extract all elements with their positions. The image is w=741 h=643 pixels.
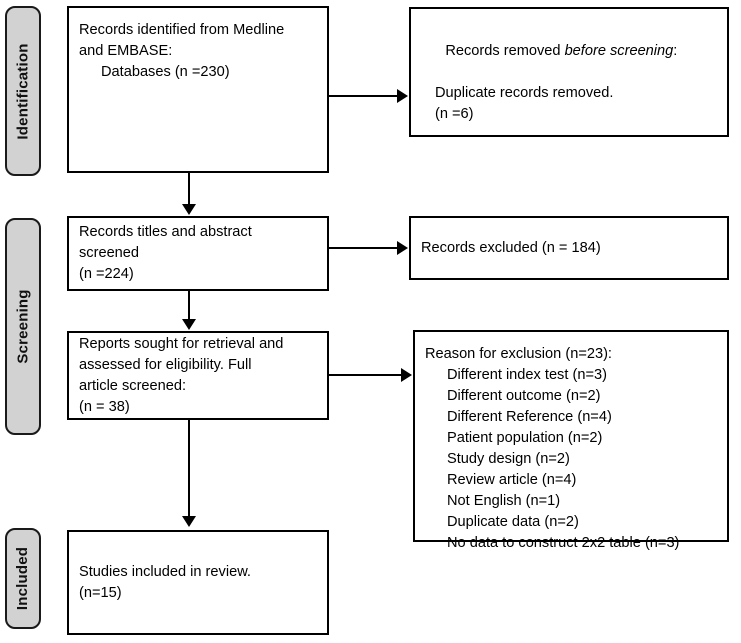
exclusion-reason-item: Study design (n=2) [447,451,570,467]
records-removed-italic: before screening [564,42,674,59]
arrowhead-sought-to-included [182,516,196,527]
exclusion-reason-item: Different outcome (n=2) [447,388,601,404]
exclusion-reason-item: Duplicate data (n=2) [447,514,579,530]
exclusion-reason-item: No data to construct 2x2 table (n=3) [447,535,680,551]
records-screened-line-3: (n =224) [79,266,134,282]
records-excluded-box: Records excluded (n = 184) [409,216,729,280]
records-identified-line-2: and EMBASE: [79,43,173,59]
exclusion-reason-item: Different Reference (n=4) [447,409,612,425]
arrowhead-sought-to-reasons [401,368,412,382]
phase-label-screening: Screening [14,289,32,364]
connector-sought-to-included [188,420,190,518]
reports-sought-line-2: assessed for eligibility. Full [79,356,252,373]
connector-screened-to-excluded [329,247,397,249]
arrowhead-screened-to-sought [182,319,196,330]
records-excluded-line-1: Records excluded (n = 184) [421,239,601,256]
records-removed-line-3: (n =6) [435,105,474,122]
phase-tab-included: Included [5,528,41,629]
records-identified-line-1: Records identified from Medline [79,22,285,38]
connector-identified-to-removed [329,95,397,97]
studies-included-line-2: (n=15) [79,584,122,601]
arrowhead-identified-to-screened [182,204,196,215]
exclusion-reason-item: Review article (n=4) [447,472,577,488]
connector-identified-to-screened [188,173,190,206]
arrowhead-identified-to-removed [397,89,408,103]
reports-sought-line-4: (n = 38) [79,398,130,415]
records-screened-line-2: screened [79,245,140,261]
connector-screened-to-sought [188,291,190,321]
exclusion-reason-item: Not English (n=1) [447,493,561,509]
records-identified-box: Records identified from Medline and EMBA… [67,6,329,173]
phase-tab-screening: Screening [5,218,41,435]
records-screened-box: Records titles and abstract screened (n … [67,216,329,291]
records-identified-line-3: Databases (n =230) [101,64,230,80]
records-removed-line-2: Duplicate records removed. [435,84,614,101]
records-removed-line-1: Records removed before screening: [421,20,717,83]
studies-included-box: Studies included in review. (n=15) [67,530,329,635]
records-screened-line-1: Records titles and abstract [79,224,252,240]
phase-tab-identification: Identification [5,6,41,176]
reports-sought-line-3: article screened: [79,377,187,394]
phase-label-identification: Identification [14,42,32,140]
exclusion-reasons-header: Reason for exclusion (n=23): [425,346,612,362]
studies-included-line-1: Studies included in review. [79,563,251,580]
arrowhead-screened-to-excluded [397,241,408,255]
records-removed-suffix: : [673,42,678,59]
exclusion-reason-item: Different index test (n=3) [447,367,607,383]
connector-sought-to-reasons [329,374,401,376]
reports-sought-line-1: Reports sought for retrieval and [79,335,284,352]
exclusion-reason-item: Patient population (n=2) [447,430,603,446]
exclusion-reasons-box: Reason for exclusion (n=23): Different i… [413,330,729,551]
reports-sought-box: Reports sought for retrieval and assesse… [67,331,329,420]
records-removed-box: Records removed before screening: Duplic… [409,7,729,137]
records-removed-prefix: Records removed [445,42,565,59]
phase-label-included: Included [14,546,32,611]
